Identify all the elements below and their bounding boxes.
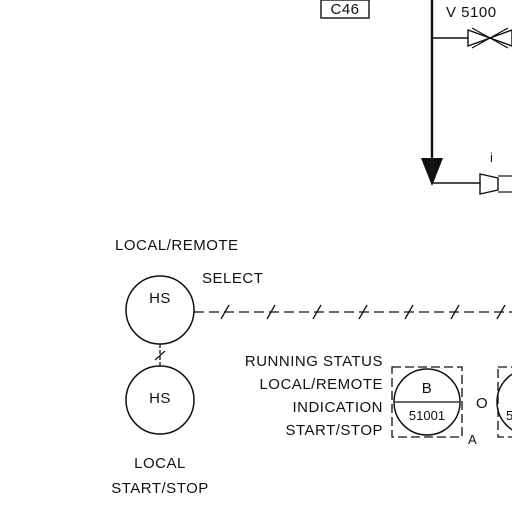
- valve-small-label: i: [490, 150, 493, 165]
- ref-tag-box: [320, 0, 370, 19]
- indicator-letter: B: [422, 380, 433, 397]
- reducer-icon: [479, 173, 512, 195]
- status-line-1: RUNNING STATUS: [245, 353, 383, 370]
- indicator-cut-box: [497, 366, 512, 438]
- indicator-box: [391, 366, 463, 438]
- indicator-circle: [393, 368, 461, 436]
- hs-upper-circle-text: HS: [149, 290, 171, 307]
- indicator-side-label: O: [476, 395, 488, 412]
- hs-upper-label-side: SELECT: [202, 270, 263, 287]
- indicator-suffix: A: [468, 432, 477, 447]
- status-line-2: LOCAL/REMOTE: [259, 376, 383, 393]
- hs-link-tick: [154, 350, 166, 361]
- indicator-cut-circle: [496, 373, 512, 431]
- gate-valve-icon: [467, 27, 512, 49]
- hs-upper-circle: [125, 275, 195, 345]
- hs-lower-label-line2: START/STOP: [111, 480, 209, 497]
- valve-tag-text: V 5100: [446, 4, 497, 21]
- hs-lower-circle-text: HS: [149, 390, 171, 407]
- signal-line-ticks: [220, 304, 506, 320]
- indicator-number: 51001: [409, 408, 445, 423]
- hs-lower-label-line1: LOCAL: [134, 455, 186, 472]
- hs-lower-circle: [125, 365, 195, 435]
- indicator-cut-number: 5: [506, 408, 512, 423]
- status-line-3: INDICATION: [292, 399, 383, 416]
- status-line-4: START/STOP: [285, 422, 383, 439]
- hs-upper-label-top: LOCAL/REMOTE: [115, 237, 239, 254]
- ref-tag-text: C46: [330, 1, 359, 18]
- flow-arrow-icon: [421, 158, 443, 186]
